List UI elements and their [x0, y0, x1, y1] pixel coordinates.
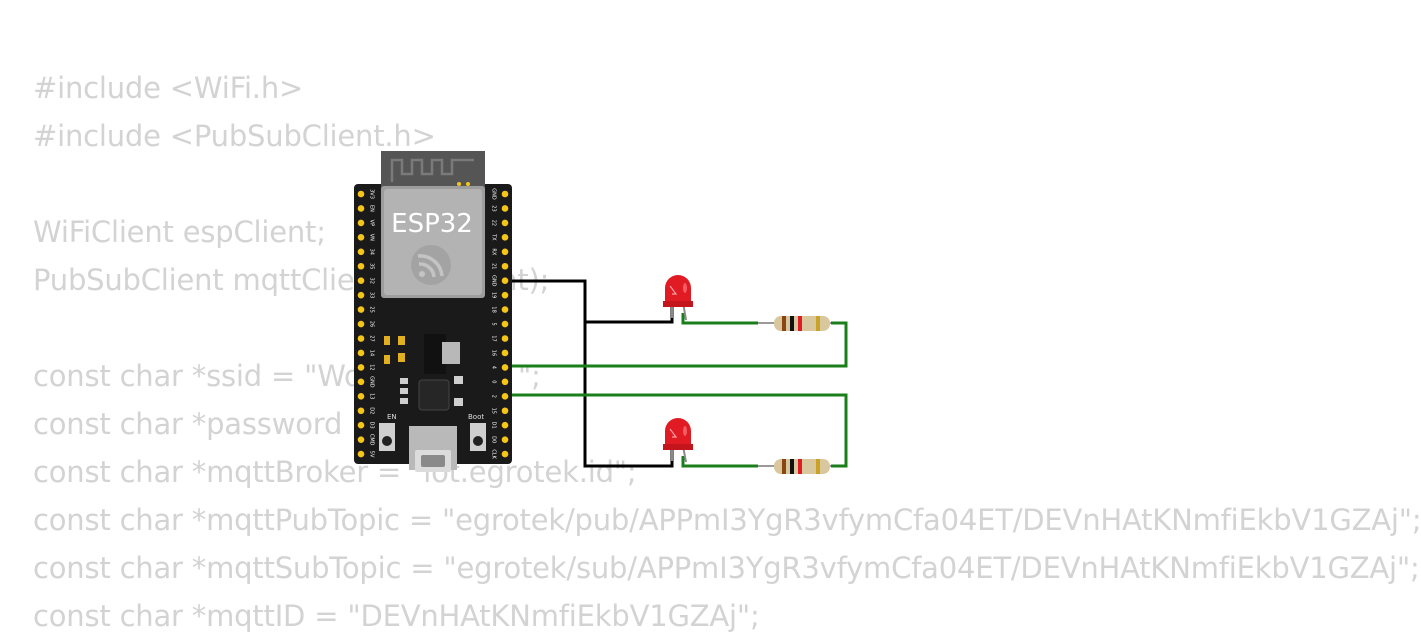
pin-label: 32: [369, 278, 375, 284]
code-line: WiFiClient espClient;: [33, 215, 326, 249]
pin-label: EN: [369, 205, 375, 212]
wire-resistor1-gpio4: [512, 321, 848, 368]
pin-label: 5: [491, 322, 497, 325]
pin-label: 17: [491, 335, 497, 341]
en-button-label: EN: [387, 413, 397, 421]
code-line: const char *mqttPubTopic = "egrotek/pub/…: [33, 503, 1421, 537]
pin-label: TX: [491, 233, 497, 241]
header-pin[interactable]: [357, 277, 365, 285]
header-pin[interactable]: [357, 262, 365, 270]
wire-led1-resistor1: [681, 313, 758, 325]
pin-label: 23: [491, 205, 497, 211]
code-line: #include <WiFi.h>: [33, 71, 304, 105]
pin-label: 15: [491, 408, 497, 414]
header-pin[interactable]: [501, 306, 509, 313]
wire-led2-resistor2: [681, 456, 758, 468]
pin-label: 2: [491, 395, 497, 398]
wire-resistor2-gpio2: [512, 393, 848, 468]
pin-label: GND: [369, 376, 375, 388]
pin-label: 14: [369, 350, 375, 356]
header-pin[interactable]: [357, 205, 365, 212]
header-pin[interactable]: [357, 436, 365, 443]
pin-label: D2: [369, 407, 375, 414]
pin-label: 19: [491, 292, 497, 298]
pin-label: GND: [491, 275, 497, 287]
header-pin[interactable]: [357, 320, 365, 328]
resistor-2[interactable]: [758, 459, 831, 474]
header-pin[interactable]: [357, 421, 365, 429]
header-pin[interactable]: [501, 248, 509, 256]
pin-label: 25: [369, 306, 375, 312]
header-pin[interactable]: [501, 436, 509, 443]
header-pin[interactable]: [501, 190, 509, 198]
header-pin[interactable]: [501, 378, 509, 386]
pin-label: VP: [369, 220, 375, 226]
pin-label: 33: [369, 292, 375, 298]
led-red-2[interactable]: [663, 418, 693, 463]
code-line: const char *mqttSubTopic = "egrotek/sub/…: [33, 551, 1420, 585]
pin-label: 27: [369, 335, 375, 341]
pin-label: 35: [369, 263, 375, 269]
header-pin[interactable]: [501, 335, 509, 342]
header-pin[interactable]: [357, 364, 365, 371]
header-pin[interactable]: [357, 234, 365, 241]
header-pin[interactable]: [501, 291, 509, 299]
header-pin[interactable]: [357, 190, 365, 198]
header-pin[interactable]: [357, 393, 365, 400]
header-pin[interactable]: [501, 349, 509, 357]
pin-label: 18: [491, 306, 497, 312]
header-pin[interactable]: [501, 205, 509, 212]
header-pin[interactable]: [501, 393, 509, 400]
resistor-1[interactable]: [758, 316, 831, 331]
pin-label: D3: [369, 422, 375, 429]
header-pin[interactable]: [501, 450, 509, 458]
pin-label: 0: [491, 380, 497, 383]
pin-label: 34: [369, 249, 375, 255]
header-pin[interactable]: [357, 450, 365, 458]
header-pin[interactable]: [501, 320, 509, 328]
header-pin[interactable]: [501, 407, 509, 415]
pin-label: 22: [491, 220, 497, 226]
pin-label: VN: [369, 234, 375, 241]
header-pin[interactable]: [501, 364, 509, 371]
pin-label: 21: [491, 263, 497, 269]
pin-label: 26: [369, 321, 375, 327]
header-pin[interactable]: [357, 219, 365, 227]
header-pin[interactable]: [357, 407, 365, 415]
pin-label: 3V3: [369, 189, 375, 199]
header-pin[interactable]: [357, 349, 365, 357]
pin-label: D1: [491, 422, 497, 429]
pin-label: CMD: [369, 434, 375, 446]
header-pin[interactable]: [501, 219, 509, 227]
wire-gnd-led1: [512, 279, 674, 324]
header-pin[interactable]: [501, 262, 509, 270]
header-pin[interactable]: [357, 378, 365, 386]
espressif-logo-icon: [411, 245, 451, 285]
antenna-trace: [390, 158, 474, 182]
boot-button-label: Boot: [468, 413, 484, 421]
header-pin[interactable]: [357, 291, 365, 299]
header-pin[interactable]: [501, 234, 509, 241]
pin-label: 5V: [369, 451, 375, 458]
pin-label: GND: [491, 188, 497, 200]
header-pin[interactable]: [357, 335, 365, 342]
pin-label: 4: [491, 366, 497, 369]
header-pin[interactable]: [501, 421, 509, 429]
pin-label: 16: [491, 350, 497, 356]
board-label: ESP32: [391, 209, 473, 239]
header-pin[interactable]: [501, 277, 509, 285]
code-line: #include <PubSubClient.h>: [33, 119, 436, 153]
pin-label: RX: [491, 248, 497, 255]
pin-label: CLK: [491, 449, 497, 459]
code-line: const char *mqttID = "DEVnHAtKNmfiEkbV1G…: [33, 599, 760, 633]
pin-label: D0: [491, 436, 497, 443]
led-red-1[interactable]: [663, 275, 693, 321]
pin-label: 13: [369, 393, 375, 399]
header-pin[interactable]: [357, 248, 365, 256]
header-pin[interactable]: [357, 306, 365, 313]
pin-label: 12: [369, 364, 375, 370]
